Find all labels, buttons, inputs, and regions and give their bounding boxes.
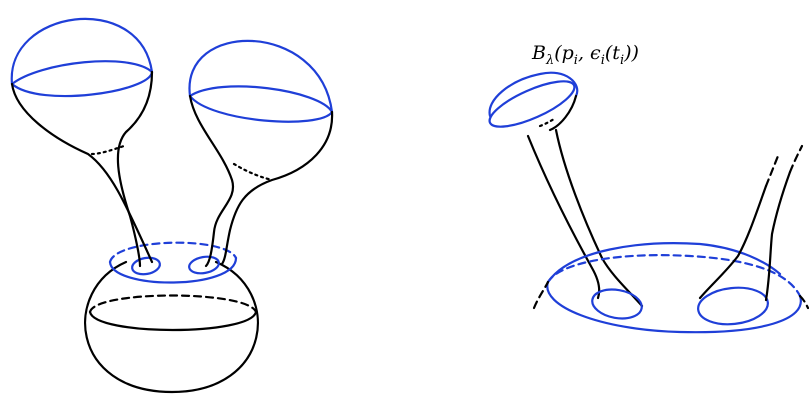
label-base: B [532,42,546,64]
surface-holes [591,286,769,326]
right-tube [698,144,804,302]
label-args-sub: i [573,53,578,68]
base-neck-region [108,241,238,284]
left-bubble [10,17,154,268]
label-mid: , ϵ [577,42,601,64]
long-tube [526,128,644,308]
label-tail: (t [604,42,620,64]
right-bubble [188,39,334,268]
label-tail-sub: i [619,53,625,68]
left-figure [10,17,334,394]
label-mid-sub: i [600,53,605,68]
ball-label: Bλ(pi, ϵi(ti)) [532,42,639,68]
label-end: )) [624,42,639,64]
label-args: (p [554,42,574,64]
lower-surface [532,242,809,334]
label-sub: λ [545,53,555,68]
small-ball [488,71,579,132]
right-figure [488,71,809,334]
base-sphere [84,260,259,394]
